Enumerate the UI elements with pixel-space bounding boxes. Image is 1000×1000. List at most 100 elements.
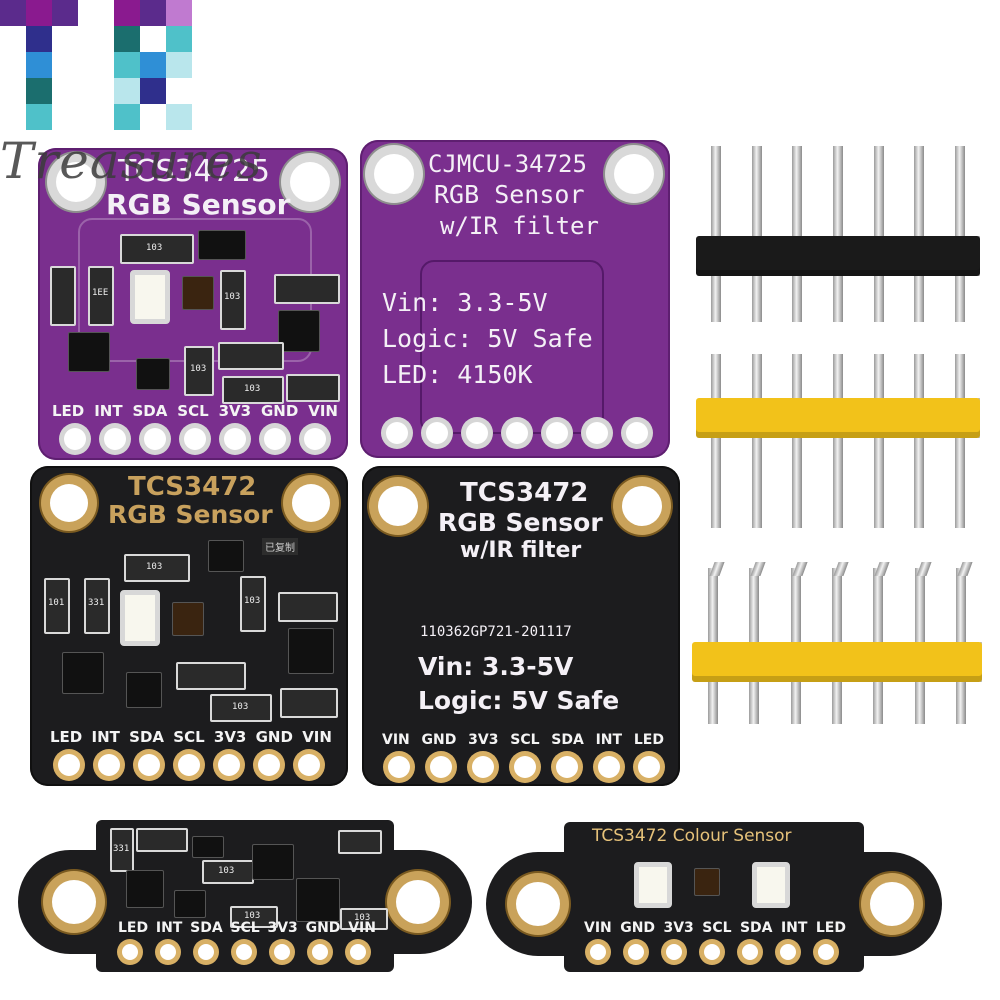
brand-logo [0,0,220,200]
smd-resistor: 103 [220,270,246,330]
smd-capacitor [136,828,188,852]
board-tcs3472-back: TCS3472 RGB Sensor w/IR filter 110362GP7… [362,466,680,786]
header-pin [833,354,843,528]
board-cjmcu-34725-back: CJMCU-34725 RGB Sensor w/IR filter Vin: … [360,140,670,458]
smd-resistor: 103 [124,554,190,582]
white-led [752,862,790,908]
smd-resistor: 103 [184,346,214,396]
smd-resistor: 101 [44,578,70,634]
white-led [120,590,160,646]
header-pin-bend [833,562,849,576]
header-pin [954,146,965,322]
ic-chip [288,628,334,674]
sticker-label: 已复制 [262,538,298,555]
smd-resistor: 331 [84,578,110,634]
header-pin-bend [709,562,725,576]
header-pin-bend [792,562,808,576]
white-led [130,270,170,324]
board-title: TCS3472 [460,478,589,508]
board-tcs34725-front: TCS34725 RGB Sensor 103 1EE 103 103 103 … [38,148,348,460]
header-pin-bend [957,562,973,576]
ic-chip [174,890,206,918]
board-subtitle: RGB Sensor [108,500,273,529]
smd-capacitor [176,662,246,690]
board-subtitle-2: w/IR filter [440,212,599,240]
header-pin-bend [750,562,766,576]
header-pin [954,354,965,528]
spec-vin: Vin: 3.3-5V [382,288,548,317]
ic-chip [198,230,246,260]
smd-capacitor [338,830,382,854]
header-pin [751,354,762,528]
header-pin-bend [916,562,932,576]
header-pin [873,354,884,528]
ic-chip [252,844,294,880]
header-pin [711,354,722,528]
header-pin [914,354,925,528]
smd-resistor: 103 [340,908,388,930]
spec-led: LED: 4150K [382,360,533,389]
color-sensor-chip [694,868,720,896]
smd-resistor: 103 [222,376,284,404]
mount-hole [378,486,418,526]
header-pin [792,146,803,322]
smd-resistor: 103 [230,906,278,928]
smd-resistor: 103 [202,860,254,884]
ic-chip [208,540,244,572]
header-housing [696,236,980,276]
mount-hole [614,154,654,194]
board-subtitle: RGB Sensor [434,180,585,209]
white-led [634,862,672,908]
mount-hole [52,880,96,924]
mount-hole [50,484,88,522]
mount-hole [870,882,914,926]
color-sensor-chip [182,276,214,310]
ic-chip [126,870,164,908]
mount-hole [292,484,330,522]
smd-resistor: 103 [210,694,272,722]
board-title: TCS34725 [118,154,270,189]
board-tcs3472-front: TCS3472 RGB Sensor 已复制 103 101 331 103 1… [30,466,348,786]
smd-resistor: 1EE [88,266,114,326]
smd-resistor: 103 [240,576,266,632]
header-housing [692,642,982,682]
yellow-header-straight [696,352,980,530]
ic-chip [126,672,162,708]
spec-vin: Vin: 3.3-5V [418,652,574,681]
header-pin-bend [874,562,890,576]
brand-logo-text: Treasures [0,132,263,190]
mount-hole [56,162,96,202]
mount-hole [290,162,330,202]
smd-capacitor [274,274,340,304]
smd-capacitor [280,688,338,718]
smd-resistor: 331 [110,828,134,872]
spec-logic: Logic: 5V Safe [382,324,593,353]
header-pin [711,146,722,322]
smd-capacitor [286,374,340,402]
header-pin [873,146,884,322]
header-pin [914,146,925,322]
smd-resistor [50,266,76,326]
spec-logic: Logic: 5V Safe [418,686,620,715]
mount-hole [516,882,560,926]
header-pin [792,354,803,528]
ic-chip [278,310,320,352]
serial-number: 110362GP721-201117 [420,624,572,640]
ic-chip [192,836,224,858]
header-housing [696,398,980,438]
smd-capacitor [278,592,338,622]
header-pin [833,146,843,322]
smd-resistor: 103 [120,234,194,264]
ic-chip [296,878,340,922]
header-pin [751,146,762,322]
board-subtitle: RGB Sensor [106,188,291,221]
smd-capacitor [218,342,284,370]
ic-chip [136,358,170,390]
yellow-header-angled [692,560,982,726]
board-subtitle-2: w/IR filter [460,538,582,563]
